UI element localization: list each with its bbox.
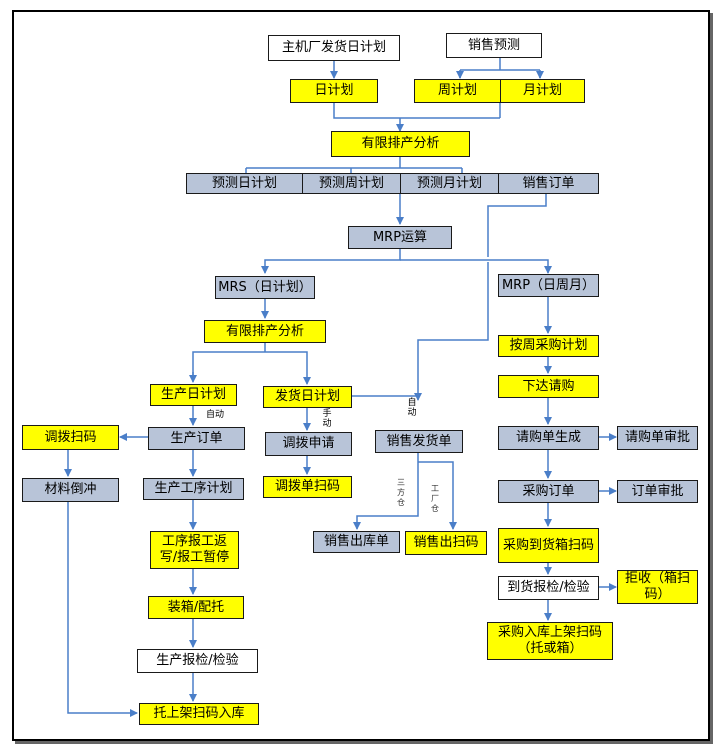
node-transfer-scan-doc-label: 调拨单扫码	[274, 479, 340, 494]
node-forecast-day-label: 预测日计划	[211, 175, 277, 191]
node-purchase-order-label: 采购订单	[522, 483, 575, 499]
node-forecast-month: 预测月计划	[400, 173, 499, 194]
node-sales-delivery: 销售发货单	[375, 430, 463, 453]
node-production-plan-label: 生产日计划	[160, 387, 226, 402]
node-prod-inspect-label: 生产报检/检验	[156, 653, 239, 668]
node-sales-outbound: 销售出库单	[313, 531, 400, 553]
node-requisition-approve: 请购单审批	[617, 426, 698, 450]
node-sales-delivery-label: 销售发货单	[386, 433, 452, 449]
node-finite-sched-1: 有限排产分析	[331, 131, 470, 157]
edge-backflush-to-putaway	[67, 502, 138, 717]
node-week-plan: 周计划	[414, 79, 501, 103]
node-sales-out-scan-label: 销售出扫码	[413, 535, 479, 550]
edge-label-third-party: 三方仓	[397, 478, 405, 507]
node-process-plan-label: 生产工序计划	[154, 481, 233, 496]
edge-label-auto-1: 自动	[205, 410, 224, 420]
node-purchase-putaway: 采购入库上架扫码（托或箱）	[487, 622, 613, 660]
node-factory-plan: 主机厂发货日计划	[268, 35, 400, 61]
node-mrs: MRS（日计划）	[215, 276, 315, 299]
node-issue-requisition: 下达请购	[498, 375, 599, 398]
node-forecast-week-label: 预测周计划	[318, 175, 384, 191]
node-mrp-run: MRP运算	[348, 226, 452, 249]
node-sales-order-label: 销售订单	[522, 175, 575, 191]
node-prod-inspect: 生产报检/检验	[137, 649, 258, 673]
node-issue-requisition-label: 下达请购	[522, 378, 575, 394]
edge-label-factory-wh: 工厂仓	[431, 484, 439, 513]
node-forecast-month-label: 预测月计划	[416, 175, 482, 191]
node-transfer-scan-label: 调拨扫码	[44, 429, 97, 445]
edge-salesorder-to-mrp	[487, 194, 547, 257]
edge-label-auto-2: 自动	[407, 398, 417, 418]
node-transfer-request-label: 调拨申请	[282, 436, 335, 451]
edge-forecast-to-week-month	[459, 58, 541, 78]
node-weekly-purchase: 按周采购计划	[498, 335, 599, 357]
node-purchase-arrival-scan-label: 采购到货箱扫码	[503, 537, 595, 553]
node-transfer-request: 调拨申请	[265, 432, 352, 456]
node-shipping-plan-label: 发货日计划	[274, 389, 340, 404]
node-sales-forecast: 销售预测	[446, 33, 542, 58]
node-day-plan-label: 日计划	[314, 83, 354, 98]
edge-label-manual: 手动	[322, 409, 332, 429]
edge-sched2-split	[192, 343, 307, 384]
node-boxing: 装箱/配托	[148, 596, 244, 619]
node-reject-label: 拒收（箱扫码）	[624, 571, 690, 602]
node-requisition-create-label: 请购单生成	[515, 430, 581, 445]
node-putaway-scan-label: 托上架扫码入库	[153, 706, 245, 721]
node-mrp-label: MRP（日周月）	[501, 277, 596, 293]
edge-salesorder-to-delivery	[414, 262, 489, 401]
node-forecast-day: 预测日计划	[186, 173, 303, 194]
node-mrp: MRP（日周月）	[498, 274, 599, 297]
node-order-approve: 订单审批	[617, 480, 698, 503]
node-weekly-purchase-label: 按周采购计划	[509, 338, 588, 353]
edge-plans-to-sched	[333, 103, 501, 131]
node-material-backflush: 材料倒冲	[22, 478, 119, 502]
node-arrival-inspect: 到货报检/检验	[498, 576, 599, 600]
node-finite-sched-2-label: 有限排产分析	[225, 323, 304, 339]
node-month-plan-label: 月计划	[522, 83, 562, 98]
node-transfer-scan: 调拨扫码	[22, 425, 119, 450]
node-production-order: 生产订单	[148, 427, 245, 450]
edge-delivery-to-outbound	[353, 453, 419, 530]
node-purchase-arrival-scan: 采购到货箱扫码	[498, 528, 599, 563]
node-sales-outbound-label: 销售出库单	[323, 534, 389, 549]
node-finite-sched-2: 有限排产分析	[204, 320, 326, 343]
node-sales-out-scan: 销售出扫码	[405, 531, 487, 555]
node-material-backflush-label: 材料倒冲	[44, 482, 97, 497]
node-arrival-inspect-label: 到货报检/检验	[507, 580, 590, 595]
node-reject: 拒收（箱扫码）	[617, 570, 698, 604]
node-month-plan: 月计划	[500, 79, 585, 103]
node-sales-order: 销售订单	[498, 173, 599, 194]
node-production-order-label: 生产订单	[170, 430, 223, 446]
node-finite-sched-1-label: 有限排产分析	[361, 136, 440, 151]
node-production-plan: 生产日计划	[150, 384, 237, 406]
node-report-work: 工序报工返写/报工暂停	[150, 531, 239, 569]
edge-mrp-split	[261, 249, 401, 274]
node-mrp-run-label: MRP运算	[372, 229, 428, 245]
node-purchase-order: 采购订单	[498, 480, 599, 503]
node-order-approve-label: 订单审批	[631, 483, 684, 499]
node-purchase-putaway-label: 采购入库上架扫码（托或箱）	[497, 625, 602, 656]
node-mrs-label: MRS（日计划）	[218, 279, 312, 295]
edge-sched-to-forecasts	[245, 157, 463, 173]
node-shipping-plan: 发货日计划	[263, 386, 352, 408]
node-requisition-create: 请购单生成	[498, 426, 599, 450]
node-day-plan: 日计划	[290, 79, 378, 103]
node-factory-plan-label: 主机厂发货日计划	[281, 40, 386, 55]
node-process-plan: 生产工序计划	[143, 478, 244, 500]
node-forecast-week: 预测周计划	[302, 173, 401, 194]
node-boxing-label: 装箱/配托	[167, 599, 225, 615]
node-putaway-scan: 托上架扫码入库	[139, 703, 259, 725]
node-transfer-scan-doc: 调拨单扫码	[263, 476, 352, 498]
node-week-plan-label: 周计划	[437, 83, 477, 98]
edge-delivery-to-scan	[418, 461, 457, 530]
node-sales-forecast-label: 销售预测	[467, 37, 520, 53]
node-report-work-label: 工序报工返写/报工暂停	[159, 534, 230, 565]
edge-mrp-split-right	[400, 259, 552, 274]
node-requisition-approve-label: 请购单审批	[624, 430, 690, 445]
